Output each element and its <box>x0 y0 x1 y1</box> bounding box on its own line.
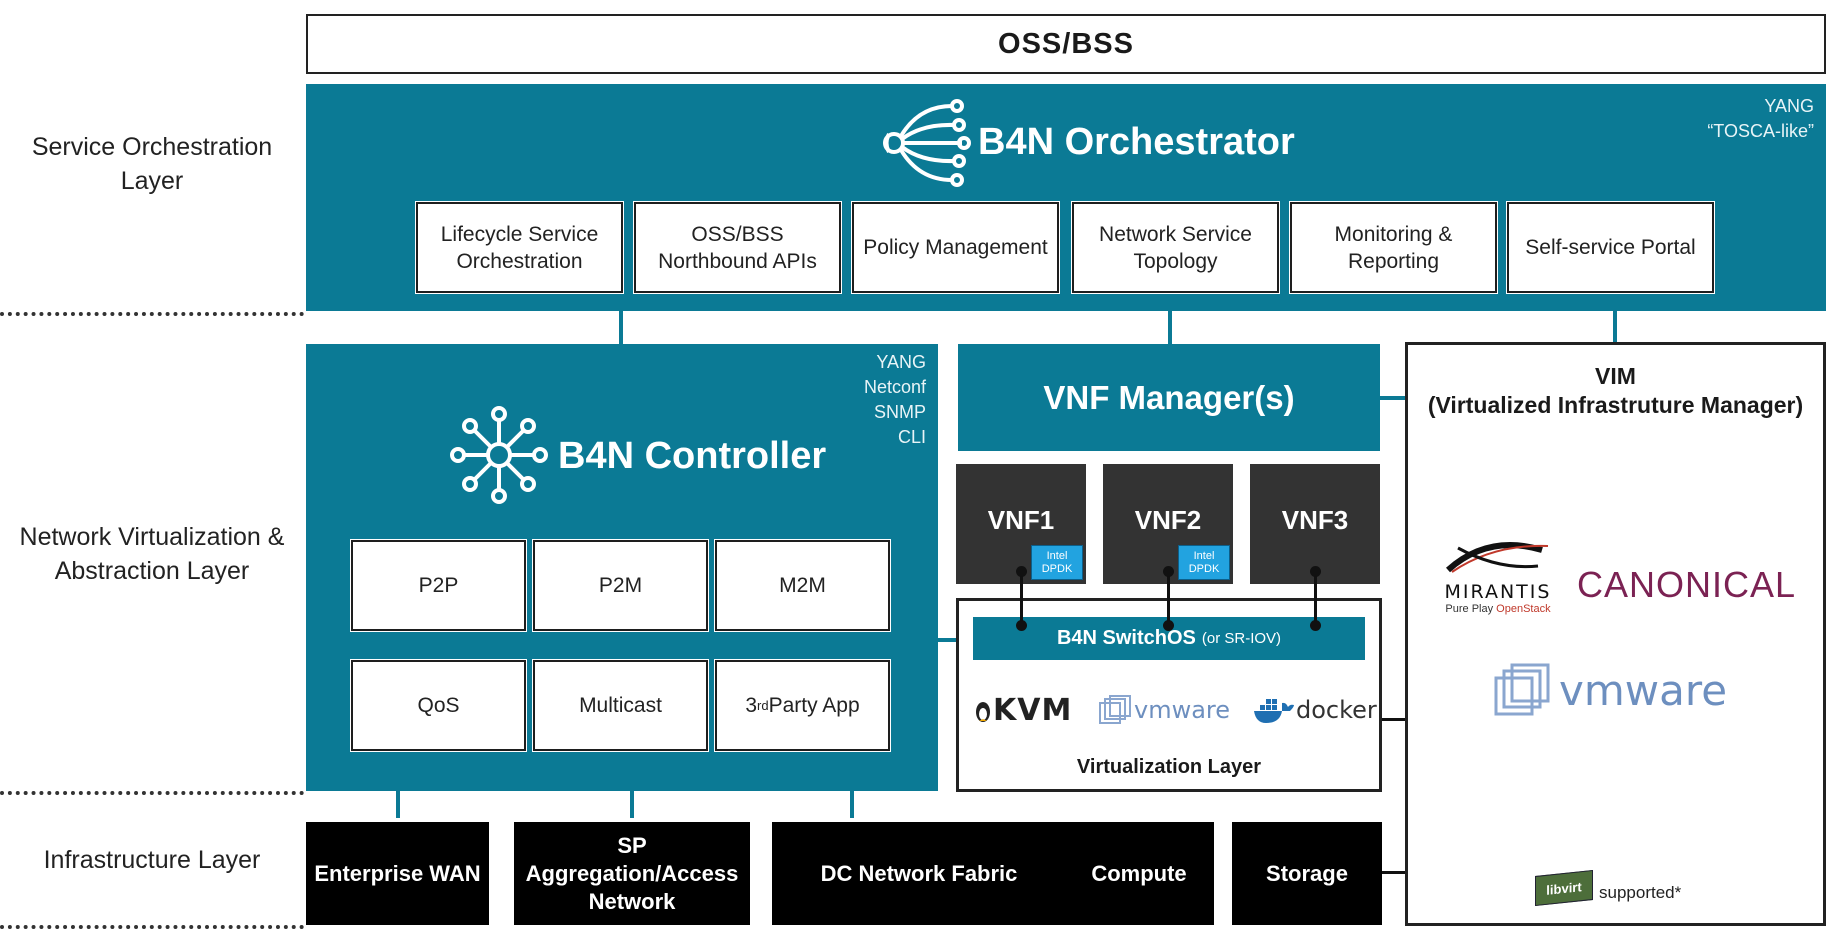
link-dot <box>1310 620 1321 631</box>
protocol-yang: YANG <box>1764 96 1814 116</box>
canonical-logo: CANONICAL <box>1577 564 1797 605</box>
layer-label-service-orchestration: Service Orchestration Layer <box>31 133 273 195</box>
vim-title: VIM <box>1595 363 1636 389</box>
mirantis-logo: MIRANTIS Pure Play OpenStack <box>1438 540 1558 615</box>
virtualization-layer-label: Virtualization Layer <box>1076 756 1262 778</box>
module-lifecycle-service-orchestration: Lifecycle Service Orchestration <box>416 202 623 293</box>
libvirt-badge: libvirt <box>1535 869 1593 907</box>
mirantis-text: MIRANTIS <box>1444 581 1552 603</box>
connector <box>1382 718 1406 721</box>
connector <box>619 311 623 344</box>
oss-bss-bar: OSS/BSS <box>306 14 1826 74</box>
protocol-tosca: “TOSCA-like” <box>1707 121 1814 141</box>
orchestrator-protocols: YANG “TOSCA-like” <box>1707 94 1814 144</box>
module-monitoring-reporting: Monitoring & Reporting <box>1290 202 1497 293</box>
vnf-manager: VNF Manager(s) <box>958 344 1380 451</box>
layer-label-network-virtualization: Network Virtualization & Abstraction Lay… <box>19 523 285 585</box>
layer-divider <box>0 791 304 795</box>
libvirt-logo: libvirt supported* <box>1535 869 1682 907</box>
vnf-link <box>1314 571 1317 626</box>
vim-panel <box>1405 342 1826 926</box>
module-self-service-portal: Self-service Portal <box>1507 202 1714 293</box>
vmware-small-text: vmware <box>1134 696 1231 724</box>
kvm-logo: KVM <box>973 693 1072 728</box>
vmware-large-logo: vmware <box>1493 662 1727 718</box>
vmware-squares-icon <box>1099 695 1131 724</box>
infra-compute: Compute <box>1064 822 1214 925</box>
vmware-small-logo: vmware <box>1098 695 1230 725</box>
dpdk-line1: Intel <box>1193 550 1215 562</box>
third-party-sup: rd <box>757 698 769 713</box>
vnf-link <box>1167 571 1170 626</box>
connector <box>630 791 634 818</box>
link-dot <box>1163 620 1174 631</box>
protocol-yang: YANG <box>876 352 926 372</box>
vnf-3: VNF3 <box>1250 464 1380 584</box>
connector <box>850 791 854 818</box>
module-policy-management: Policy Management <box>852 202 1059 293</box>
vnf-1-label: VNF1 <box>987 504 1055 535</box>
switchos-note: (or SR-IOV) <box>1201 630 1282 647</box>
mirantis-swoosh-icon <box>1445 542 1549 573</box>
link-dot <box>1016 620 1027 631</box>
protocol-snmp: SNMP <box>873 402 926 422</box>
vim-subtitle: (Virtualized Infrastruture Manager) <box>1427 392 1804 418</box>
infra-sp-aggregation-access: SP Aggregation/Access Network <box>514 822 750 925</box>
link-dot <box>1016 566 1027 577</box>
app-qos: QoS <box>351 660 526 751</box>
dpdk-line2: DPDK <box>1041 563 1073 575</box>
connector <box>1613 311 1617 344</box>
vmware-large-text: vmware <box>1559 665 1728 715</box>
layer-divider <box>0 312 304 316</box>
mirantis-tag-prefix: Pure Play <box>1445 603 1497 615</box>
controller-icon <box>448 404 550 511</box>
kvm-text: KVM <box>993 693 1073 728</box>
vnf-3-label: VNF3 <box>1281 504 1349 535</box>
protocol-cli: CLI <box>897 427 926 447</box>
docker-logo: docker <box>1252 695 1377 725</box>
kvm-penguin-icon <box>976 701 990 722</box>
app-multicast: Multicast <box>533 660 708 751</box>
connector <box>1168 311 1172 344</box>
module-network-service-topology: Network Service Topology <box>1072 202 1279 293</box>
dpdk-line2: DPDK <box>1188 563 1220 575</box>
libvirt-supported: supported* <box>1599 883 1682 902</box>
infra-storage: Storage <box>1232 822 1382 925</box>
docker-whale-icon <box>1254 699 1294 723</box>
connector <box>938 638 958 642</box>
layer-divider <box>0 925 304 929</box>
orchestrator-icon <box>874 98 972 193</box>
connector <box>1382 871 1406 874</box>
mirantis-tagline: Pure Play OpenStack <box>1438 603 1558 615</box>
vnf-2-label: VNF2 <box>1134 504 1202 535</box>
switchos-title: B4N SwitchOS <box>1056 627 1196 649</box>
third-party-prefix: 3 <box>745 694 758 717</box>
mirantis-tag-brand: OpenStack <box>1496 603 1551 615</box>
infra-dc-network-fabric: DC Network Fabric <box>772 822 1066 925</box>
orchestrator-title: B4N Orchestrator <box>978 121 1295 163</box>
controller-title: B4N Controller <box>558 435 827 477</box>
protocol-netconf: Netconf <box>863 377 926 397</box>
layer-label-infrastructure: Infrastructure Layer <box>43 846 261 874</box>
app-p2m: P2M <box>533 540 708 631</box>
dpdk-line1: Intel <box>1046 550 1068 562</box>
app-p2p: P2P <box>351 540 526 631</box>
connector <box>1380 396 1405 400</box>
connector <box>396 791 400 818</box>
app-m2m: M2M <box>715 540 890 631</box>
module-oss-bss-northbound-apis: OSS/BSS Northbound APIs <box>634 202 841 293</box>
controller-protocols: YANG Netconf SNMP CLI <box>864 350 926 450</box>
link-dot <box>1310 566 1321 577</box>
intel-dpdk-badge: Intel DPDK <box>1031 545 1083 580</box>
vmware-squares-icon <box>1494 663 1550 716</box>
intel-dpdk-badge: Intel DPDK <box>1178 545 1230 580</box>
link-dot <box>1163 566 1174 577</box>
third-party-suffix: Party App <box>768 694 860 717</box>
infra-enterprise-wan: Enterprise WAN <box>306 822 489 925</box>
vnf-link <box>1020 571 1023 626</box>
docker-text: docker <box>1296 696 1377 724</box>
